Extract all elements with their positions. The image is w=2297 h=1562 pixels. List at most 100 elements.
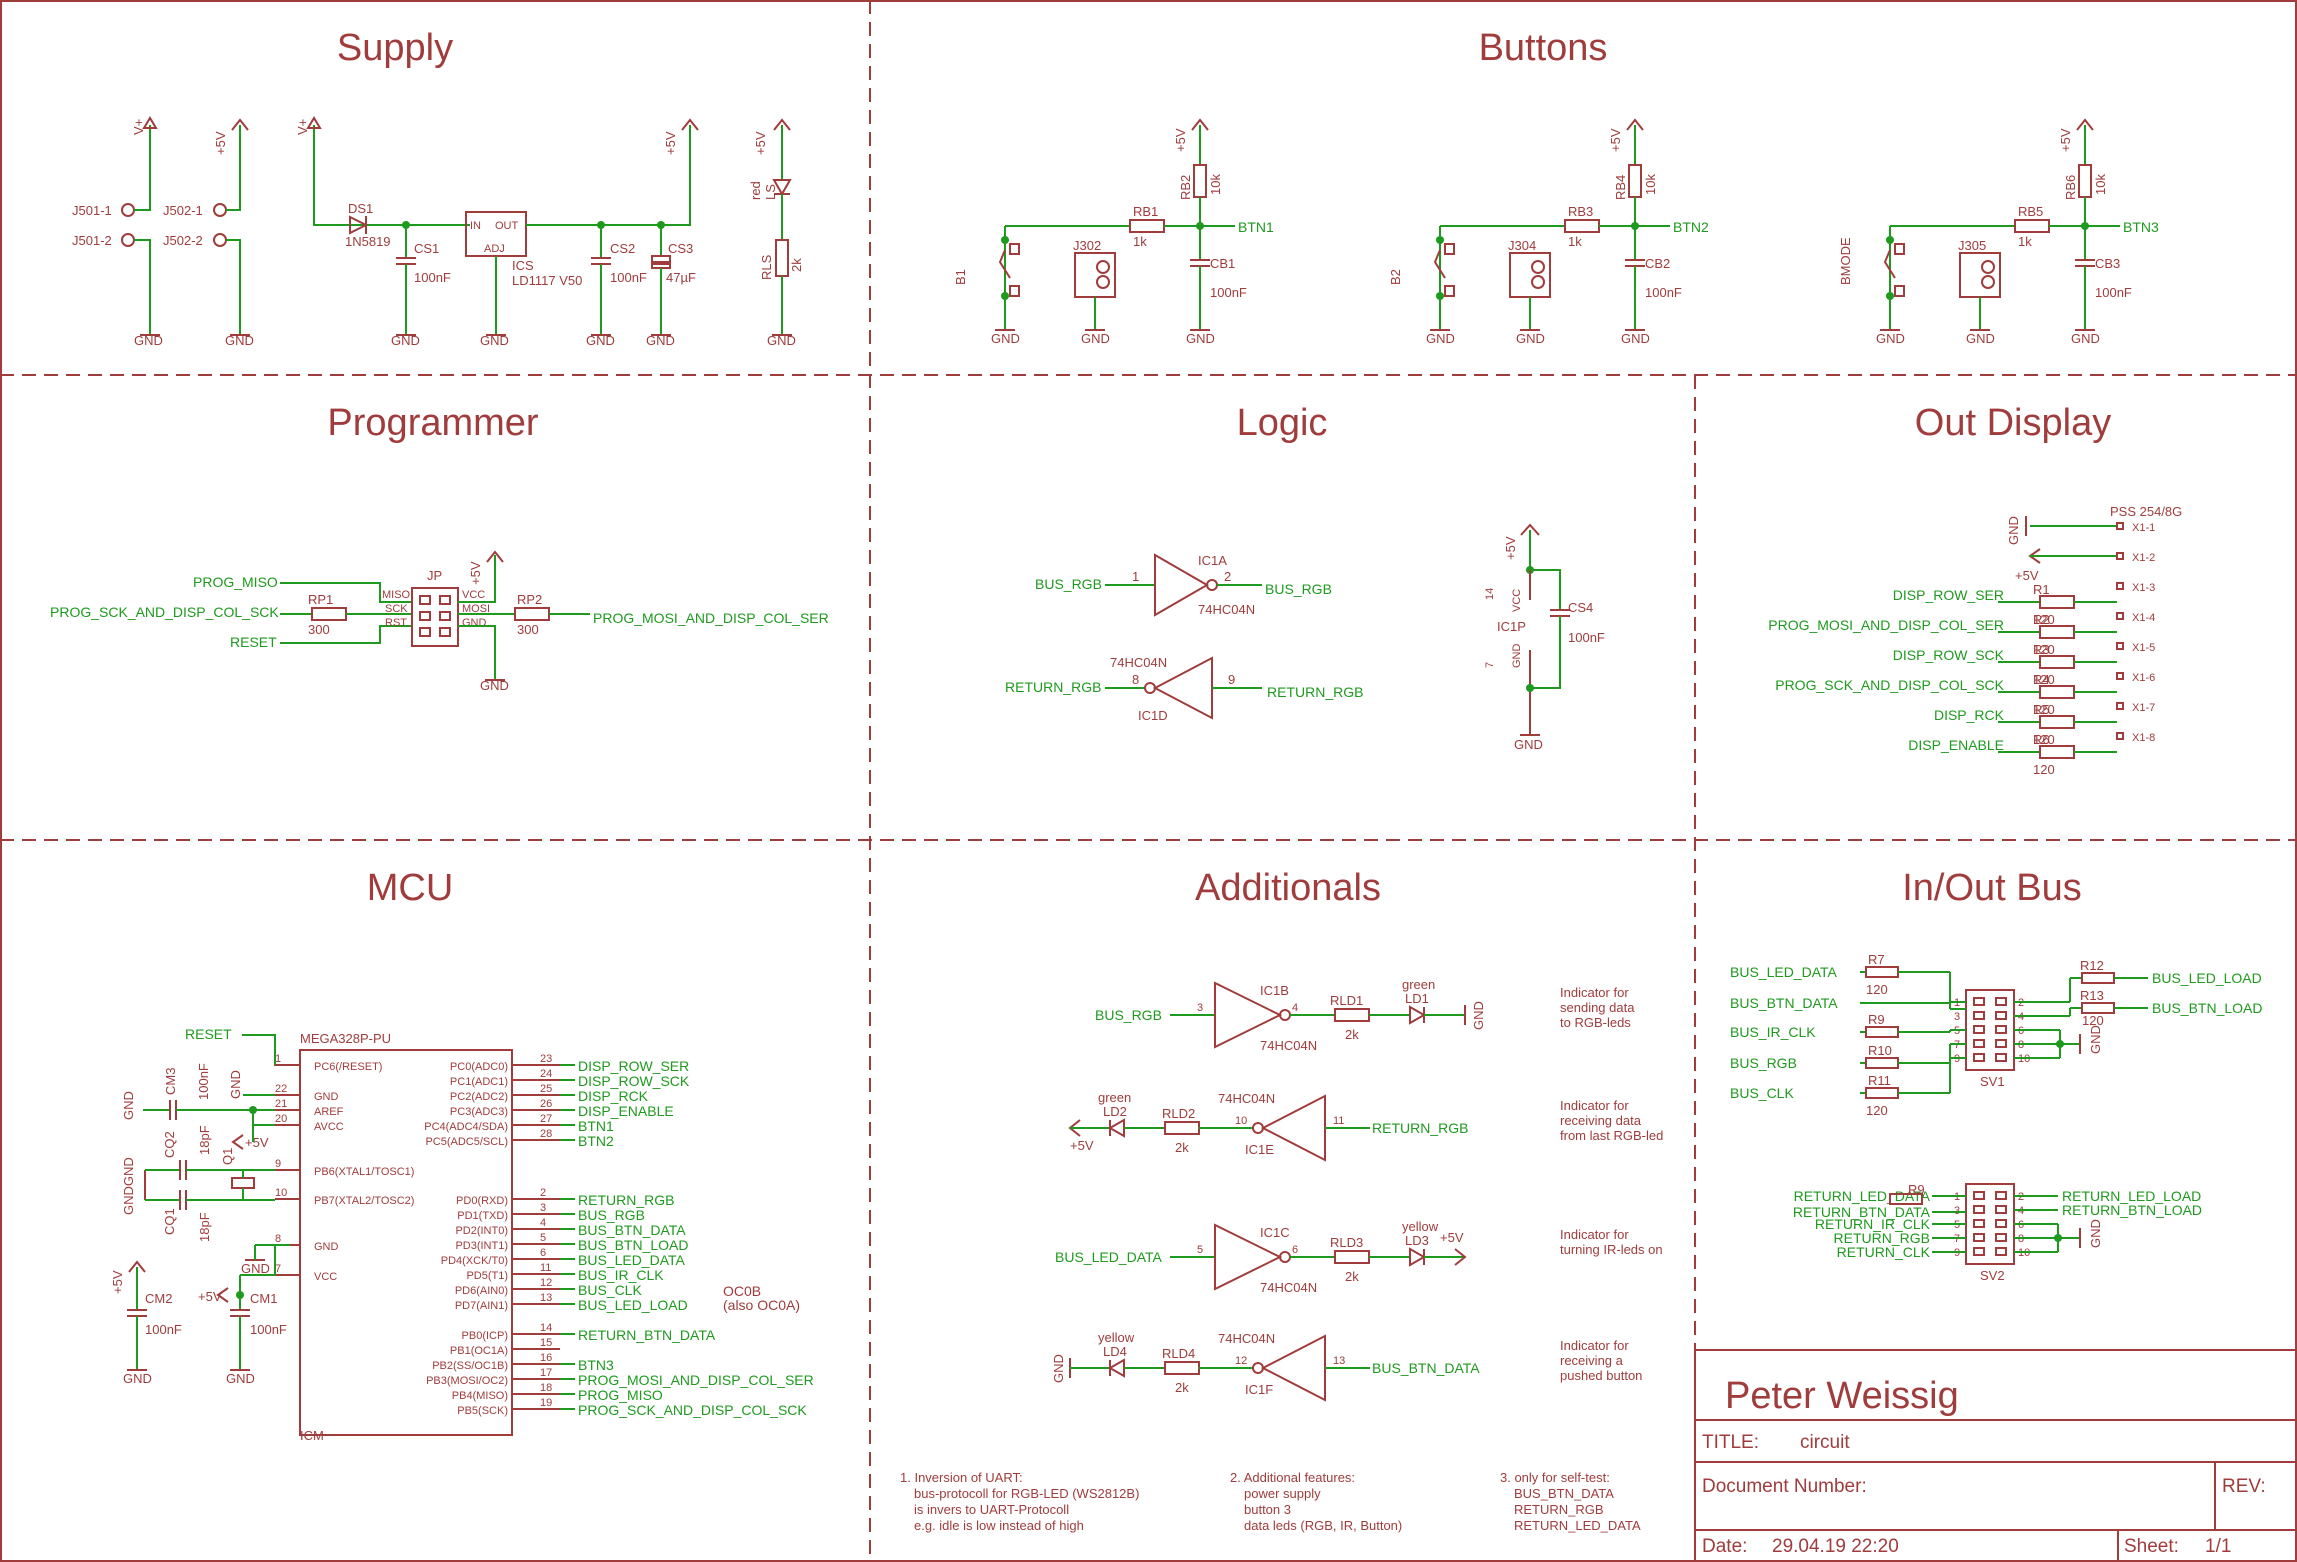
- mcu-pin-number: 18: [540, 1382, 552, 1394]
- gnd-label: GND: [646, 333, 675, 348]
- disp-resistor-label: R1: [2033, 582, 2050, 597]
- indicator-note: turning IR-leds on: [1560, 1242, 1663, 1257]
- bus-resistor: [1865, 1087, 1899, 1099]
- q1-label: Q1: [220, 1148, 235, 1165]
- footnote-line: is invers to UART-Protocoll: [914, 1502, 1069, 1517]
- mcu-pin-name: PB6(XTAL1/TOSC1): [314, 1166, 414, 1178]
- gnd-label: GND: [2006, 516, 2021, 545]
- disp-net: DISP_ROW_SCK: [1893, 647, 2005, 663]
- mcu-chip-body: [299, 1049, 513, 1436]
- bus-resistor-label: R10: [1868, 1043, 1892, 1058]
- mcu-pin-number: 27: [540, 1113, 552, 1125]
- footnote-line: bus-protocoll for RGB-LED (WS2812B): [914, 1486, 1139, 1501]
- mcu-pin-number: 26: [540, 1098, 552, 1110]
- led-label: LD2: [1103, 1104, 1127, 1119]
- gnd-label: GND: [1426, 331, 1455, 346]
- bus-resistor: [1865, 1057, 1899, 1069]
- logic-section: BUS_RGB 1 IC1A 74HC04N 2 BUS_RGB RETURN_…: [1005, 523, 1605, 752]
- pin-in: 13: [1333, 1355, 1345, 1367]
- mcu-pin-number: 15: [540, 1337, 552, 1349]
- bus-net: BUS_BTN_LOAD: [2152, 1000, 2262, 1016]
- date-value: 29.04.19 22:20: [1772, 1536, 1899, 1557]
- return-net: RETURN_CLK: [1837, 1244, 1931, 1260]
- bus-resistor: [1865, 966, 1899, 978]
- mcu-net-prog_sck_and_disp_col_sck: PROG_SCK_AND_DISP_COL_SCK: [578, 1402, 807, 1418]
- return-net: RETURN_LED_LOAD: [2062, 1188, 2201, 1204]
- pss-pin: [2116, 612, 2124, 620]
- supply-gnd-symbols: GND GND: [134, 333, 254, 348]
- j502-1-label: J502-1: [163, 203, 203, 218]
- led-resistor: [1164, 1361, 1200, 1375]
- cm2-value: 100nF: [145, 1322, 182, 1337]
- gnd-label: GND: [228, 1070, 243, 1099]
- mcu-pin-name: PC1(ADC1): [450, 1076, 508, 1088]
- mcu-pin-number: 17: [540, 1367, 552, 1379]
- mcu-pin-name: PB2(SS/OC1B): [432, 1360, 508, 1372]
- j501-2-label: J501-2: [72, 233, 112, 248]
- led-label: LD1: [1405, 991, 1429, 1006]
- mcu-pin-name: PC0(ADC0): [450, 1061, 508, 1073]
- rp1-value: 300: [308, 622, 330, 637]
- disp-resistor-value: 120: [2033, 612, 2055, 627]
- oc0a-note: (also OC0A): [723, 1297, 800, 1313]
- jumper-label: J304: [1508, 238, 1536, 253]
- disp-net: PROG_MOSI_AND_DISP_COL_SER: [1768, 617, 2004, 633]
- gnd-label: GND: [1516, 331, 1545, 346]
- disp-resistor: [2039, 715, 2075, 729]
- cs4-label: CS4: [1568, 600, 1593, 615]
- gnd-label: GND: [991, 331, 1020, 346]
- mcu-pin-number: 16: [540, 1352, 552, 1364]
- mcu-net-bus_clk: BUS_CLK: [578, 1282, 642, 1298]
- pss-pin-label: X1-4: [2132, 612, 2155, 624]
- bus-resistor-value: 120: [2082, 1013, 2104, 1028]
- pullup-value: 10k: [1643, 174, 1658, 195]
- end-label: GND: [1051, 1354, 1066, 1383]
- j502-2-label: J502-2: [163, 233, 203, 248]
- programmer-section: PROG_MISO PROG_SCK_AND_DISP_COL_SCK RESE…: [50, 550, 829, 693]
- gnd-label: GND: [121, 1091, 136, 1120]
- mcu-pin-number: 28: [540, 1128, 552, 1140]
- jumper-label: J302: [1073, 238, 1101, 253]
- bus-resistor-label: R12: [2080, 958, 2104, 973]
- sheet-value: 1/1: [2205, 1536, 2231, 1557]
- cap-label: CB2: [1645, 256, 1670, 271]
- cap-label: CB1: [1210, 256, 1235, 271]
- disp-resistor-value: 120: [2033, 642, 2055, 657]
- inverter-label: IC1E: [1245, 1142, 1274, 1157]
- mcu-net-return_btn_data: RETURN_BTN_DATA: [578, 1327, 716, 1343]
- pss-pin-label: X1-8: [2132, 732, 2155, 744]
- mcu-pin-name: PD6(AIN0): [455, 1285, 508, 1297]
- section-title-buttons: Buttons: [1479, 27, 1608, 69]
- pss-pin-label: X1-6: [2132, 672, 2155, 684]
- part-label: 74HC04N: [1198, 602, 1255, 617]
- mcu-pin-number: 23: [540, 1053, 552, 1065]
- mcu-pin-name: PB4(MISO): [452, 1390, 508, 1402]
- mcu-pin-name: PD0(RXD): [456, 1195, 508, 1207]
- gnd-label: GND: [1081, 331, 1110, 346]
- cap-value: 100nF: [1210, 285, 1247, 300]
- gnd-label: GND: [391, 333, 420, 348]
- led-resistor: [1164, 1121, 1200, 1135]
- cs4-value: 100nF: [1568, 630, 1605, 645]
- mcu-pin-number: 25: [540, 1083, 552, 1095]
- pss-connector-label: PSS 254/8G: [2110, 504, 2182, 519]
- cm3-label: CM3: [163, 1068, 178, 1095]
- footnote-line: power supply: [1244, 1486, 1321, 1501]
- led-resistor-label: RLD3: [1330, 1235, 1363, 1250]
- bus-net: BUS_IR_CLK: [1730, 1024, 1816, 1040]
- return-net: RETURN_LED_DATA: [1794, 1188, 1931, 1204]
- pss-pin-label: X1-7: [2132, 702, 2155, 714]
- mcu-pin-name: PC3(ADC3): [450, 1106, 508, 1118]
- pss-pin: [2116, 552, 2124, 560]
- pin-number-odd: 3: [1954, 1011, 1960, 1023]
- mcu-pin-name: PB7(XTAL2/TOSC2): [314, 1195, 414, 1207]
- gndgnd-label: GNDGND: [121, 1157, 136, 1215]
- inverter-body: [1214, 981, 1283, 1049]
- bus-resistor-value: 120: [1866, 982, 1888, 997]
- disp-resistor-label: R2: [2033, 612, 2050, 627]
- pss-pin-label: X1-2: [2132, 552, 2155, 564]
- mcu-pin-number: 24: [540, 1068, 552, 1080]
